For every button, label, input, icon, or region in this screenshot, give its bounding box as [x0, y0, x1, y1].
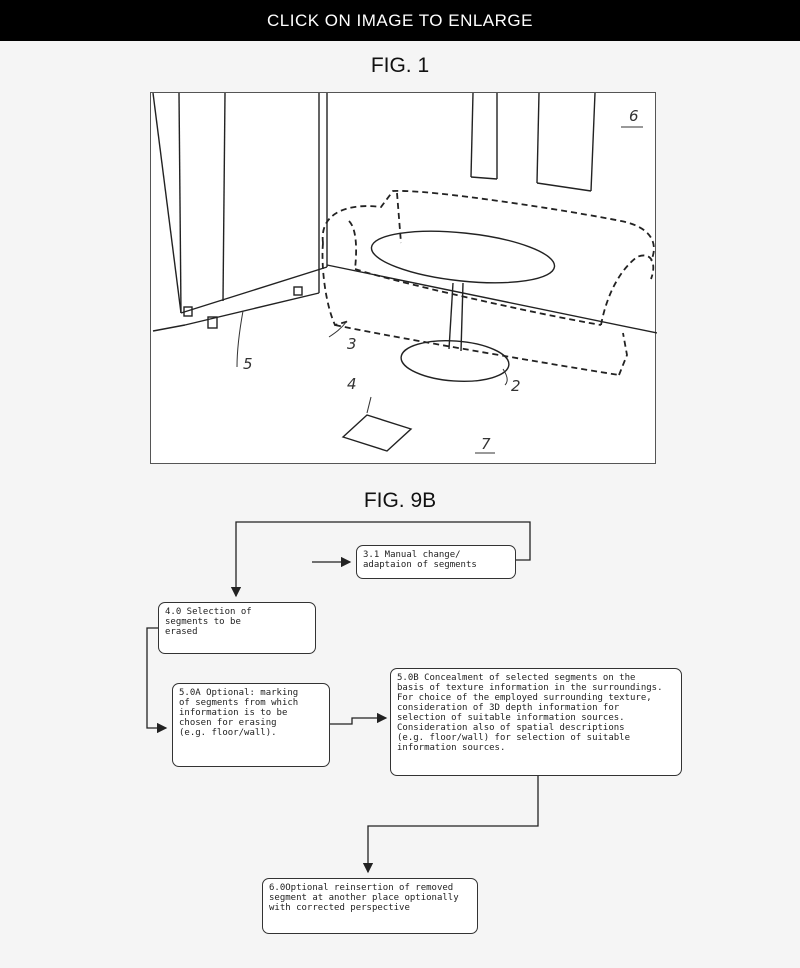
step-6-0-box: 6.0Optional reinsertion of removed segme…: [262, 878, 478, 934]
step-4-0-box: 4.0 Selection of segments to be erased: [158, 602, 316, 654]
label-5: 5: [243, 355, 253, 373]
label-6: 6: [629, 107, 639, 125]
step-5-0a-box: 5.0A Optional: marking of segments from …: [172, 683, 330, 767]
label-3: 3: [347, 335, 357, 353]
step-5-0b-box: 5.0B Concealment of selected segments on…: [390, 668, 682, 776]
figure-9b-title: FIG. 9B: [363, 489, 437, 512]
label-4: 4: [347, 375, 357, 393]
figure-1-title: FIG. 1: [370, 54, 430, 77]
label-2: 2: [511, 377, 521, 395]
enlarge-banner[interactable]: CLICK ON IMAGE TO ENLARGE: [0, 0, 800, 41]
figure-1-drawing[interactable]: 2 3 4 5 6 7: [150, 92, 657, 464]
label-7: 7: [481, 435, 491, 453]
room-sketch: 2 3 4 5 6 7: [152, 93, 657, 454]
step-3-1-box: 3.1 Manual change/ adaptaion of segments: [356, 545, 516, 579]
